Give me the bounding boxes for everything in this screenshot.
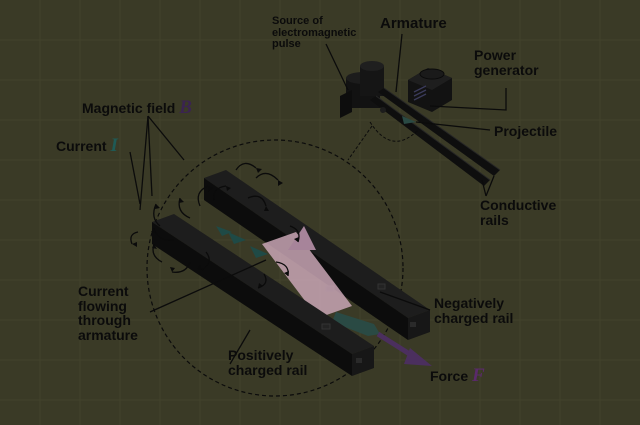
force-label: Force F [430, 366, 485, 386]
current-symbol: I [110, 135, 118, 156]
generator-coil-icon [413, 85, 427, 101]
large-railgun [130, 162, 432, 376]
overview-rail-bottom [370, 96, 490, 186]
force-symbol: F [472, 365, 485, 386]
armature-label: Armature [380, 15, 447, 32]
current-arrows [216, 226, 268, 258]
positive-rail-label: Positively charged rail [228, 347, 308, 378]
source-label: Source of electromagnetic pulse [272, 15, 357, 51]
magnetic-field-symbol: B [179, 97, 192, 118]
force-text: Force [430, 368, 469, 384]
current-text: Current [56, 138, 107, 154]
overview-railgun [340, 61, 501, 186]
magnetic-field-arrows [130, 162, 300, 289]
armature-glow [262, 232, 352, 318]
magnetic-field-text: Magnetic field [82, 100, 176, 116]
conductive-rails-label: Conductive rails [480, 197, 557, 228]
leader-lines [129, 33, 507, 365]
projectile-body [332, 312, 380, 336]
projectile-label: Projectile [494, 123, 558, 139]
pulse-source-block [340, 61, 384, 118]
magnification-circle [146, 139, 404, 397]
magnetic-field-label: Magnetic field B [82, 98, 192, 118]
positive-rail [152, 214, 374, 376]
power-generator-label: Power generator [474, 47, 539, 78]
force-arrow [376, 331, 432, 366]
field-arrowheads [132, 168, 299, 288]
current-through-armature-label: Current flowing through armature [78, 283, 138, 344]
overview-projectile [402, 116, 416, 124]
negative-rail-label: Negatively charged rail [434, 295, 514, 326]
zoom-indicator-arc [369, 121, 419, 142]
current-label: Current I [56, 136, 118, 156]
overview-rail-top [378, 88, 500, 176]
